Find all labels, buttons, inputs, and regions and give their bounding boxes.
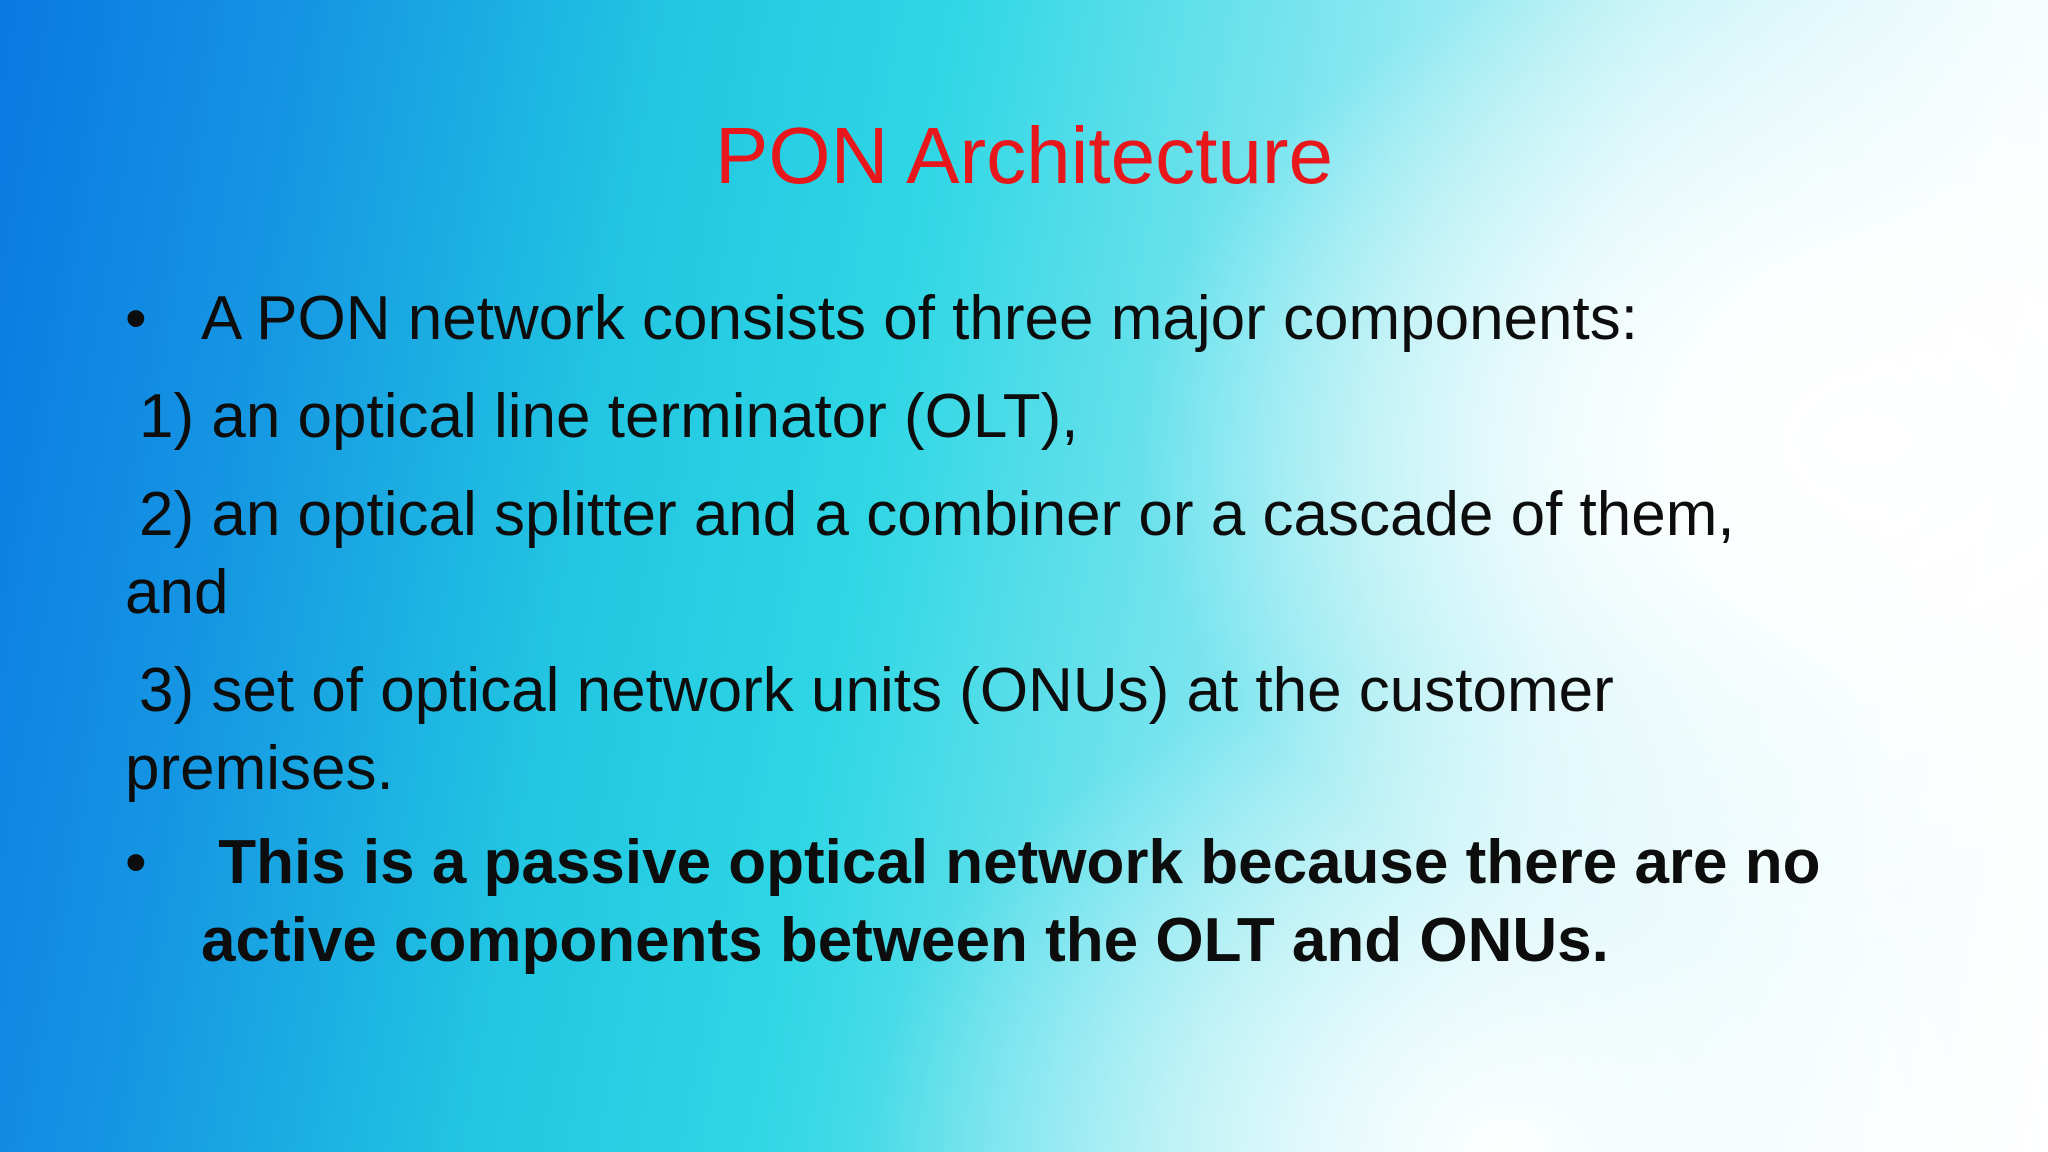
bullet-bold-text-line1: This is a passive optical network becaus…: [201, 828, 1821, 897]
bullet-text: A PON network consists of three major co…: [201, 284, 1638, 353]
bullet-icon: •: [125, 828, 147, 897]
list-item-olt: 1) an optical line terminator (OLT),: [139, 382, 1079, 451]
bullet-point-bold: • This is a passive optical network beca…: [125, 824, 1985, 980]
slide-title: PON Architecture: [714, 111, 1333, 200]
bullet-point: • A PON network consists of three major …: [125, 280, 1985, 358]
list-item-onus-continuation: premises.: [125, 734, 394, 803]
list-item-splitter: 2) an optical splitter and a combiner or…: [139, 480, 1735, 549]
list-item-splitter-continuation: and: [125, 558, 229, 627]
bullet-icon: •: [125, 284, 147, 353]
list-item-onus: 3) set of optical network units (ONUs) a…: [139, 656, 1614, 725]
bullet-bold-text-line2: active components between the OLT and ON…: [201, 906, 1609, 975]
slide-body: • A PON network consists of three major …: [125, 280, 1985, 980]
